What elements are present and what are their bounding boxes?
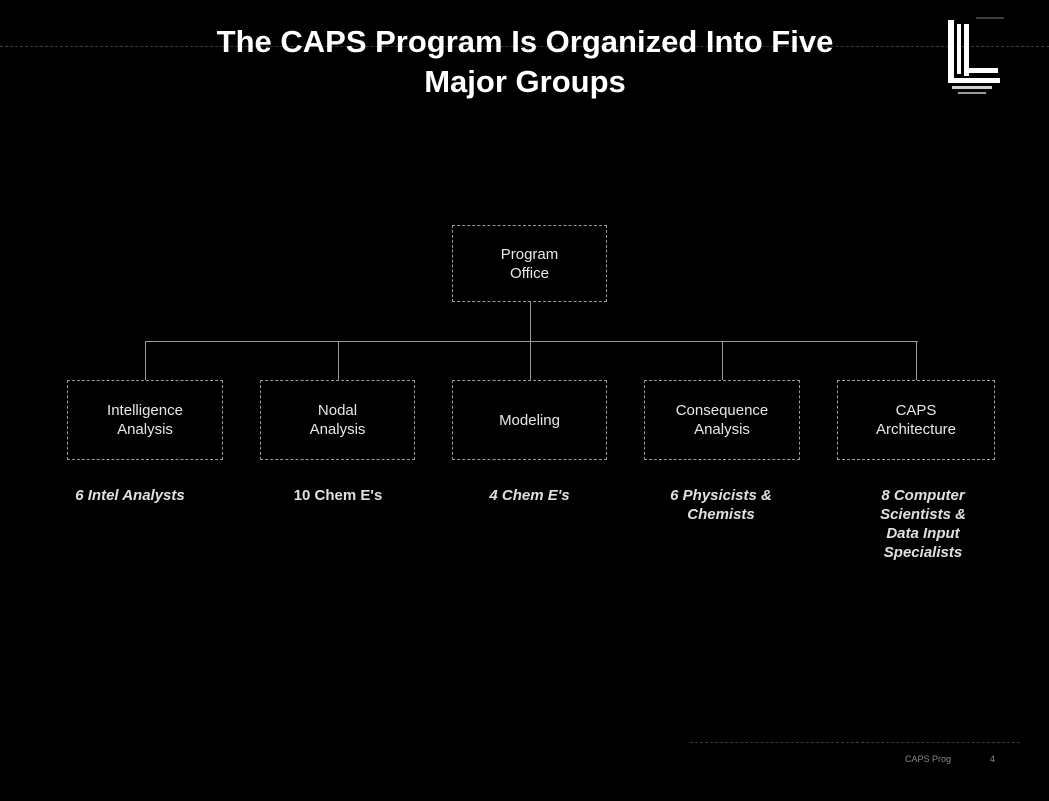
staff-caps-architecture: 8 Computer Scientists & Data Input Speci… (880, 487, 966, 561)
group-label: Intelligence Analysis (107, 402, 183, 438)
connector-group-4 (722, 341, 723, 381)
slide-title-line-1: The CAPS Program Is Organized Into Five (216, 24, 834, 59)
connector-root-down (530, 301, 531, 342)
laboratory-logo-icon (948, 17, 1004, 94)
footer-rule (690, 742, 1020, 744)
slide-title-line-2: Major Groups (424, 64, 626, 99)
staff-consequence-analysis: 6 Physicists & Chemists (670, 487, 772, 523)
staff-intelligence-analysis: 6 Intel Analysts (75, 487, 185, 504)
footer-label: CAPS Prog (905, 754, 952, 764)
group-box-modeling: Modeling (452, 380, 607, 460)
connector-group-5 (916, 341, 917, 381)
staff-nodal-analysis: 10 Chem E's (293, 487, 383, 504)
slide-title: The CAPS Program Is Organized Into Five … (130, 22, 920, 102)
title-rule (0, 46, 1049, 48)
page-number: 4 (990, 754, 996, 764)
group-box-nodal-analysis: Nodal Analysis (260, 380, 415, 460)
group-box-caps-architecture: CAPS Architecture (837, 380, 995, 460)
connector-horizontal (145, 341, 918, 342)
group-label: Modeling (499, 411, 560, 429)
group-box-consequence-analysis: Consequence Analysis (644, 380, 800, 460)
group-label: Consequence Analysis (675, 402, 769, 438)
connector-group-3 (530, 341, 531, 381)
group-box-intelligence-analysis: Intelligence Analysis (67, 380, 223, 460)
group-label: Nodal Analysis (309, 402, 366, 438)
group-label: CAPS Architecture (875, 402, 957, 438)
program-office-label: Program Office (500, 245, 559, 282)
connector-group-2 (338, 341, 339, 381)
program-office-box: Program Office (452, 225, 607, 302)
connector-group-1 (145, 341, 146, 381)
staff-modeling: 4 Chem E's (489, 487, 570, 504)
